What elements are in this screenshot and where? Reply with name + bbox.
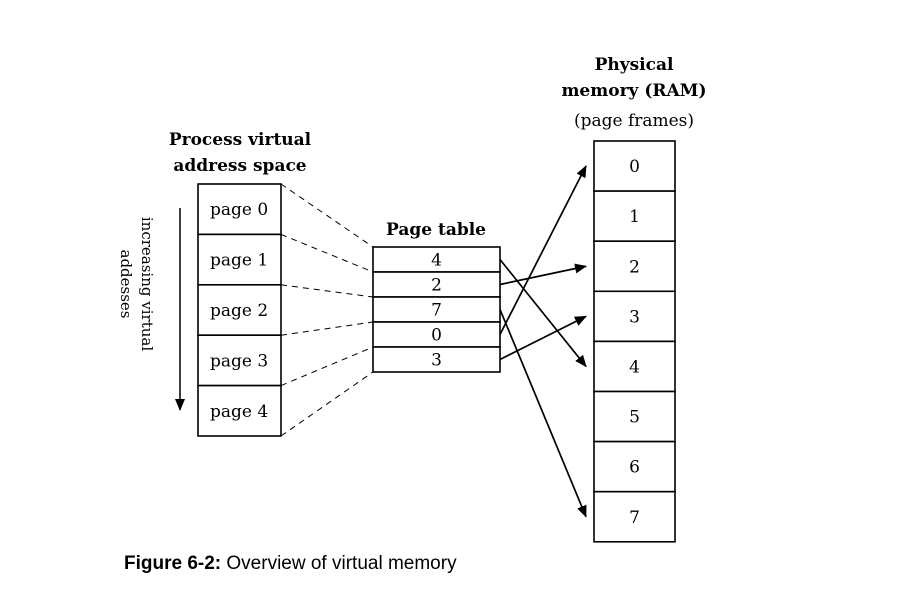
mapping-arrows [499, 165, 587, 518]
process-page-label: page 4 [210, 402, 268, 422]
physical-frame-label: 5 [629, 408, 640, 428]
dashed-connector [280, 183, 374, 248]
process-page-cell [197, 183, 282, 236]
process-page-cell [197, 334, 282, 387]
dashed-connector [280, 371, 374, 437]
process-page-label: page 1 [210, 251, 268, 271]
mapping-arrow [499, 315, 587, 361]
physical-frame-label: 4 [629, 357, 640, 377]
physical-frame-label: 7 [629, 508, 640, 528]
dashed-connectors [280, 183, 374, 437]
process-title-line-2: address space [173, 156, 306, 176]
mapping-arrow [499, 309, 587, 518]
axis-label-line-1: increasing virtual [138, 217, 156, 351]
page-table-entry: 2 [431, 276, 442, 296]
physical-frame-cell [593, 190, 676, 243]
mapping-arrow [499, 258, 587, 368]
dashed-connector [280, 233, 374, 273]
figure-caption: Figure 6-2: Overview of virtual memory [124, 553, 457, 575]
page-table-entry: 4 [431, 251, 442, 271]
process-page-list: page 0 page 1 page 2 page 3 page 4 [197, 183, 282, 437]
physical-frame-cell [593, 340, 676, 393]
axis-label-line-2: addesses [117, 250, 135, 319]
process-address-space: Process virtual address space page 0page… [117, 130, 312, 437]
process-page-label: page 2 [210, 301, 268, 321]
physical-frame-label: 2 [629, 257, 640, 277]
process-page-cell [197, 233, 282, 286]
physical-frame-cell [593, 290, 676, 343]
physical-title-line-1: Physical [595, 55, 674, 75]
dashed-connector [280, 346, 374, 387]
page-table-entry: 0 [431, 326, 442, 346]
page-table-title: Page table [386, 220, 486, 240]
physical-frame-cell [593, 490, 676, 543]
physical-frame-cell [593, 140, 676, 192]
page-table-cell [372, 346, 501, 373]
physical-frame-label: 3 [629, 307, 640, 327]
physical-frame-label: 1 [629, 207, 640, 227]
page-table: Page table 4 2 7 0 3 [372, 220, 501, 373]
figure-label: Figure 6-2: [124, 553, 222, 574]
page-table-cell [372, 321, 501, 348]
physical-frame-cell [593, 240, 676, 293]
process-title-line-1: Process virtual [169, 130, 312, 150]
process-page-cell [197, 384, 282, 437]
physical-frame-list: 0 1 2 3 4 5 6 7 [593, 140, 676, 543]
physical-subtitle: (page frames) [574, 111, 694, 131]
physical-frame-label: 6 [629, 458, 640, 478]
figure-caption-text: Overview of virtual memory [221, 553, 457, 574]
physical-frame-label: 0 [629, 157, 640, 177]
dashed-connector [280, 284, 374, 298]
physical-title-line-2: memory (RAM) [561, 81, 706, 101]
process-page-label: page 0 [210, 200, 268, 220]
dashed-connector [280, 321, 374, 336]
physical-memory: Physical memory (RAM) (page frames) 0 1 2 3… [561, 55, 707, 543]
page-table-rows: 4 2 7 0 3 [372, 246, 501, 373]
mapping-arrow [499, 263, 587, 286]
mapping-arrow [499, 165, 587, 335]
process-page-label: page 3 [210, 351, 268, 371]
page-table-entry: 7 [431, 301, 442, 321]
page-table-entry: 3 [431, 351, 442, 371]
